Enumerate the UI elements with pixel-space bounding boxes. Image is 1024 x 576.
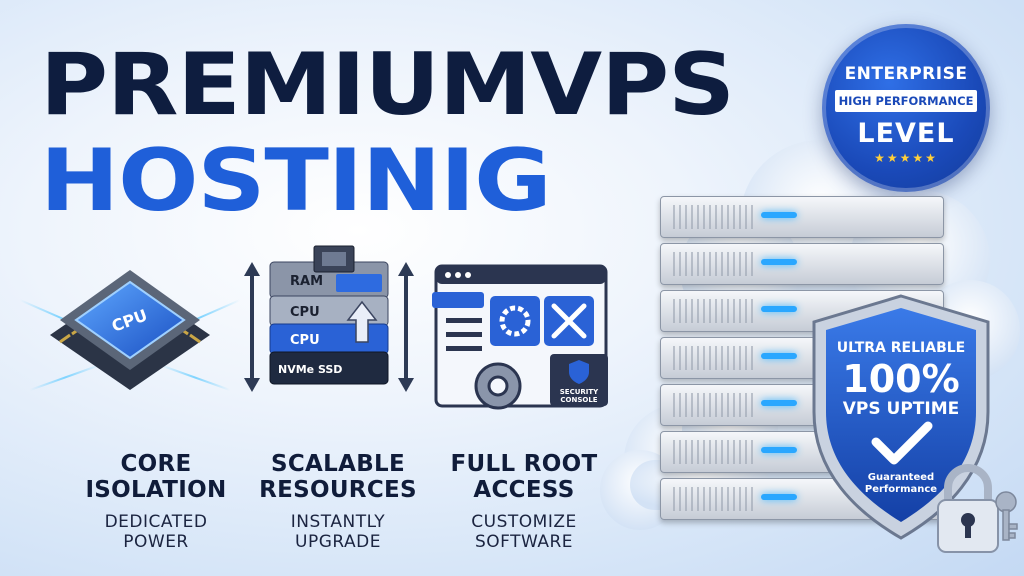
layer-label-cpu-2: CPU — [290, 333, 320, 348]
badge-level-text: LEVEL — [857, 118, 955, 149]
feature-subtitle-line: DEDICATED — [104, 511, 208, 532]
feature-title-line: ACCESS — [473, 476, 575, 503]
layer-label-ram: RAM — [290, 274, 323, 289]
feature-full-root-access: FULL ROOT ACCESS CUSTOMIZE SOFTWARE — [424, 451, 624, 552]
feature-title-line: CORE — [120, 451, 192, 477]
headline-line-1: PREMIUMVPS — [40, 35, 735, 135]
badge-stars: ★★★★★ — [874, 151, 938, 165]
shield-line-2: 100% — [842, 357, 959, 401]
feature-subtitle-line: INSTANTLY — [290, 511, 386, 532]
feature-subtitle-line: UPGRADE — [295, 531, 381, 552]
checkmark-icon — [871, 421, 933, 465]
uptime-shield: ULTRA RELIABLE 100% VPS UPTIME Guarantee… — [812, 294, 990, 540]
badge-top-text: ENTERPRISE — [844, 64, 968, 84]
feature-title-line: ISOLATION — [85, 476, 227, 503]
padlock-icon — [937, 464, 1018, 553]
headline: PREMIUMVPS HOSTINIG — [40, 42, 820, 224]
shield-line-4: Guaranteed — [868, 472, 934, 483]
layer-label-cpu-1: CPU — [290, 305, 320, 320]
shield-line-1: ULTRA RELIABLE — [837, 340, 965, 356]
scalable-stack-icon: RAM CPU CPU NVMe SSD — [244, 245, 414, 392]
shield-line-5: Performance — [865, 484, 937, 495]
headline-line-2: HOSTINIG — [40, 131, 552, 231]
feature-subtitle-line: POWER — [123, 531, 189, 552]
console-label-2: CONSOLE — [560, 396, 597, 404]
feature-title-line: SCALABLE — [271, 451, 405, 477]
console-label-1: SECURITY — [560, 388, 599, 396]
feature-scalable-resources: SCALABLE RESOURCES INSTANTLY UPGRADE — [238, 451, 438, 552]
feature-subtitle-line: SOFTWARE — [474, 531, 574, 552]
cpu-chip-icon: CPU — [20, 270, 240, 391]
shield-line-3: VPS UPTIME — [843, 399, 960, 419]
layer-label-ssd: NVMe SSD — [278, 363, 342, 376]
feature-title-line: FULL ROOT — [450, 451, 598, 477]
feature-core-isolation: CORE ISOLATION DEDICATED POWER — [56, 451, 256, 552]
enterprise-badge: ENTERPRISE HIGH PERFORMANCE LEVEL ★★★★★ — [822, 24, 990, 192]
root-access-icon: SECURITY CONSOLE — [432, 264, 608, 410]
badge-ribbon-text: HIGH PERFORMANCE — [835, 90, 977, 112]
feature-title-line: RESOURCES — [259, 476, 417, 503]
feature-subtitle-line: CUSTOMIZE — [471, 511, 577, 532]
